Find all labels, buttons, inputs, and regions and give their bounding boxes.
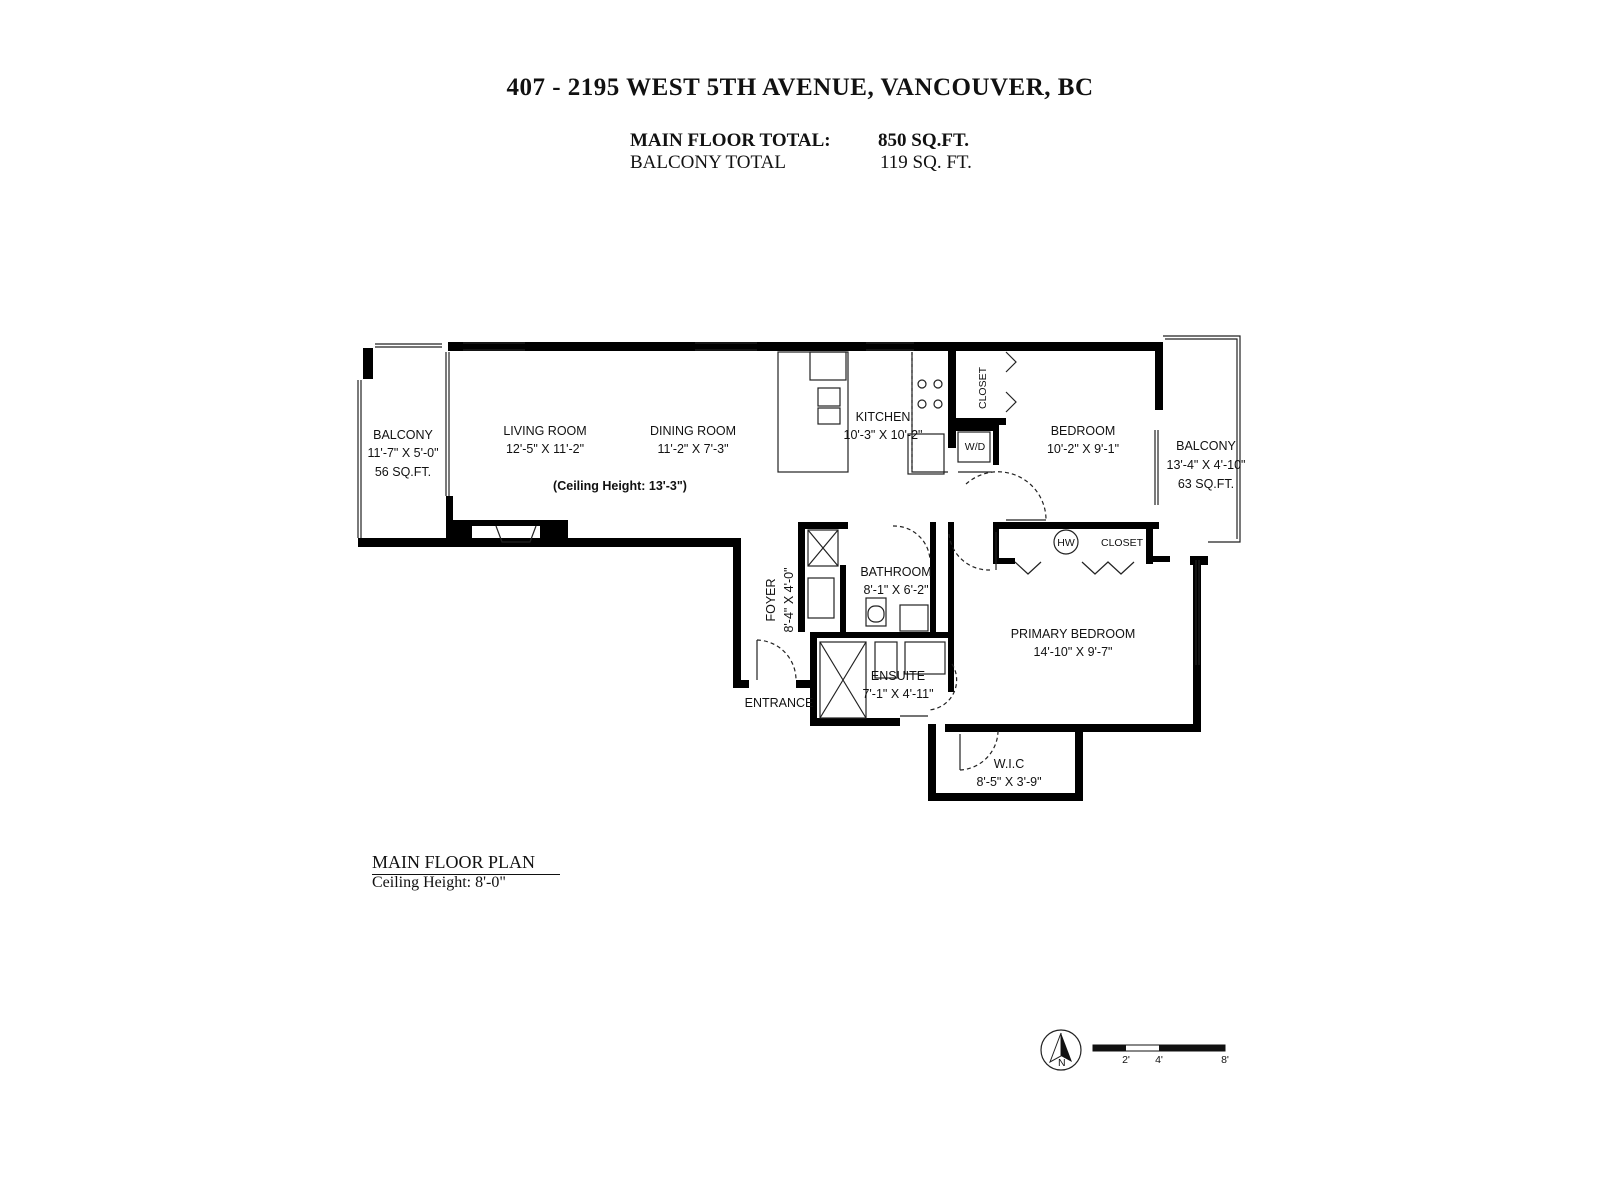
ensuite-dims: 7'-1" X 4'-11" <box>862 687 933 701</box>
main-floor-total-value: 850 SQ.FT. <box>878 130 969 151</box>
floor-plan-title: MAIN FLOOR PLAN <box>372 852 560 875</box>
balcony-west-area: 56 SQ.FT. <box>375 465 431 479</box>
scale-tick-2: 2' <box>1122 1054 1130 1066</box>
dining-room-dims: 11'-2" X 7'-3" <box>657 442 728 456</box>
kitchen-dims: 10'-3" X 10'-2" <box>844 428 923 442</box>
balcony-west-dims: 11'-7" X 5'-0" <box>367 446 438 460</box>
balcony-total-value: 119 SQ. FT. <box>880 152 972 173</box>
primary-bedroom-dims: 14'-10" X 9'-7" <box>1034 645 1113 659</box>
entrance-label: ENTRANCE <box>745 696 814 710</box>
bedroom-name: BEDROOM <box>1051 424 1116 438</box>
living-room-dims: 12'-5" X 11'-2" <box>506 442 584 456</box>
balcony-east-area: 63 SQ.FT. <box>1178 477 1234 491</box>
wic-dims: 8'-5" X 3'-9" <box>976 775 1041 789</box>
balcony-total-label: BALCONY TOTAL <box>630 152 786 173</box>
bedroom-dims: 10'-2" X 9'-1" <box>1047 442 1119 456</box>
north-compass: N <box>1040 1029 1082 1071</box>
scale-tick-4: 4' <box>1155 1054 1163 1066</box>
walls <box>358 342 1208 801</box>
room-labels: BALCONY 11'-7" X 5'-0" 56 SQ.FT. LIVING … <box>367 366 1245 789</box>
bathroom-dims: 8'-1" X 6'-2" <box>863 583 928 597</box>
balcony-east-dims: 13'-4" X 4'-10" <box>1167 458 1246 472</box>
kitchen-name: KITCHEN <box>856 410 911 424</box>
wd-label: W/D <box>965 441 986 453</box>
compass-north-label: N <box>1058 1057 1066 1069</box>
balcony-east-name: BALCONY <box>1176 439 1236 453</box>
living-room-name: LIVING ROOM <box>503 424 586 438</box>
dining-room-name: DINING ROOM <box>650 424 736 438</box>
ensuite-name: ENSUITE <box>871 669 925 683</box>
wic-name: W.I.C <box>994 757 1025 771</box>
foyer-dims: 8'-4" X 4'-0" <box>782 567 796 632</box>
ceiling-height-note: (Ceiling Height: 13'-3") <box>553 479 687 493</box>
primary-bedroom-name: PRIMARY BEDROOM <box>1011 627 1136 641</box>
scale-tick-8: 8' <box>1221 1054 1229 1066</box>
bathroom-name: BATHROOM <box>860 565 931 579</box>
foyer-name: FOYER <box>764 578 778 621</box>
thin-lines <box>357 335 1241 771</box>
plan-title: 407 - 2195 WEST 5TH AVENUE, VANCOUVER, B… <box>506 74 1094 101</box>
hw-label: HW <box>1057 537 1075 549</box>
main-floor-total-label: MAIN FLOOR TOTAL: <box>630 130 831 151</box>
scale-bar: 2' 4' 8' <box>1092 1044 1229 1066</box>
closet-bottom-label: CLOSET <box>1101 537 1144 549</box>
balcony-west-name: BALCONY <box>373 428 433 442</box>
floor-plan-ceiling-height: Ceiling Height: 8'-0" <box>372 874 506 891</box>
closet-top-label: CLOSET <box>977 366 989 409</box>
